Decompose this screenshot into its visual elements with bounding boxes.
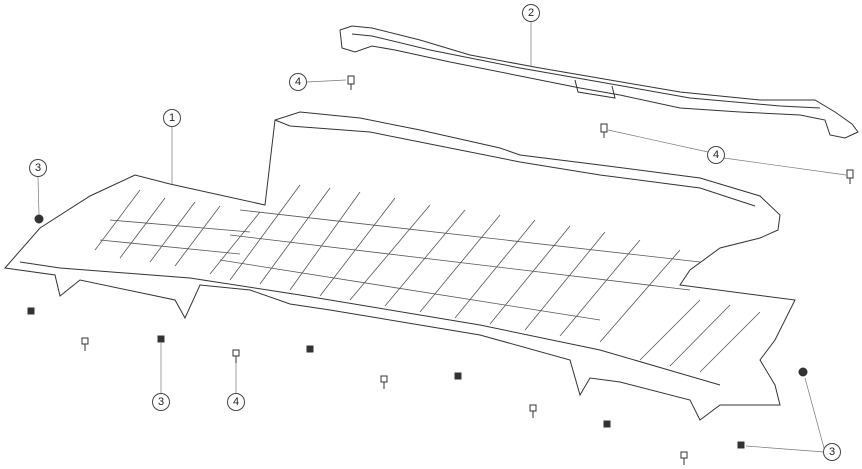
underbody-shield [4,111,796,421]
fasteners [27,75,854,465]
callout-3: 3 [29,159,47,177]
callout-1: 1 [163,109,181,127]
callout-4: 4 [707,146,725,164]
callout-4: 4 [289,73,307,91]
callout-3: 3 [152,393,170,411]
callout-4: 4 [227,393,245,411]
callout-2: 2 [522,4,540,22]
leader-lines [37,22,847,453]
support-bracket [339,25,859,139]
callout-3: 3 [823,443,841,461]
